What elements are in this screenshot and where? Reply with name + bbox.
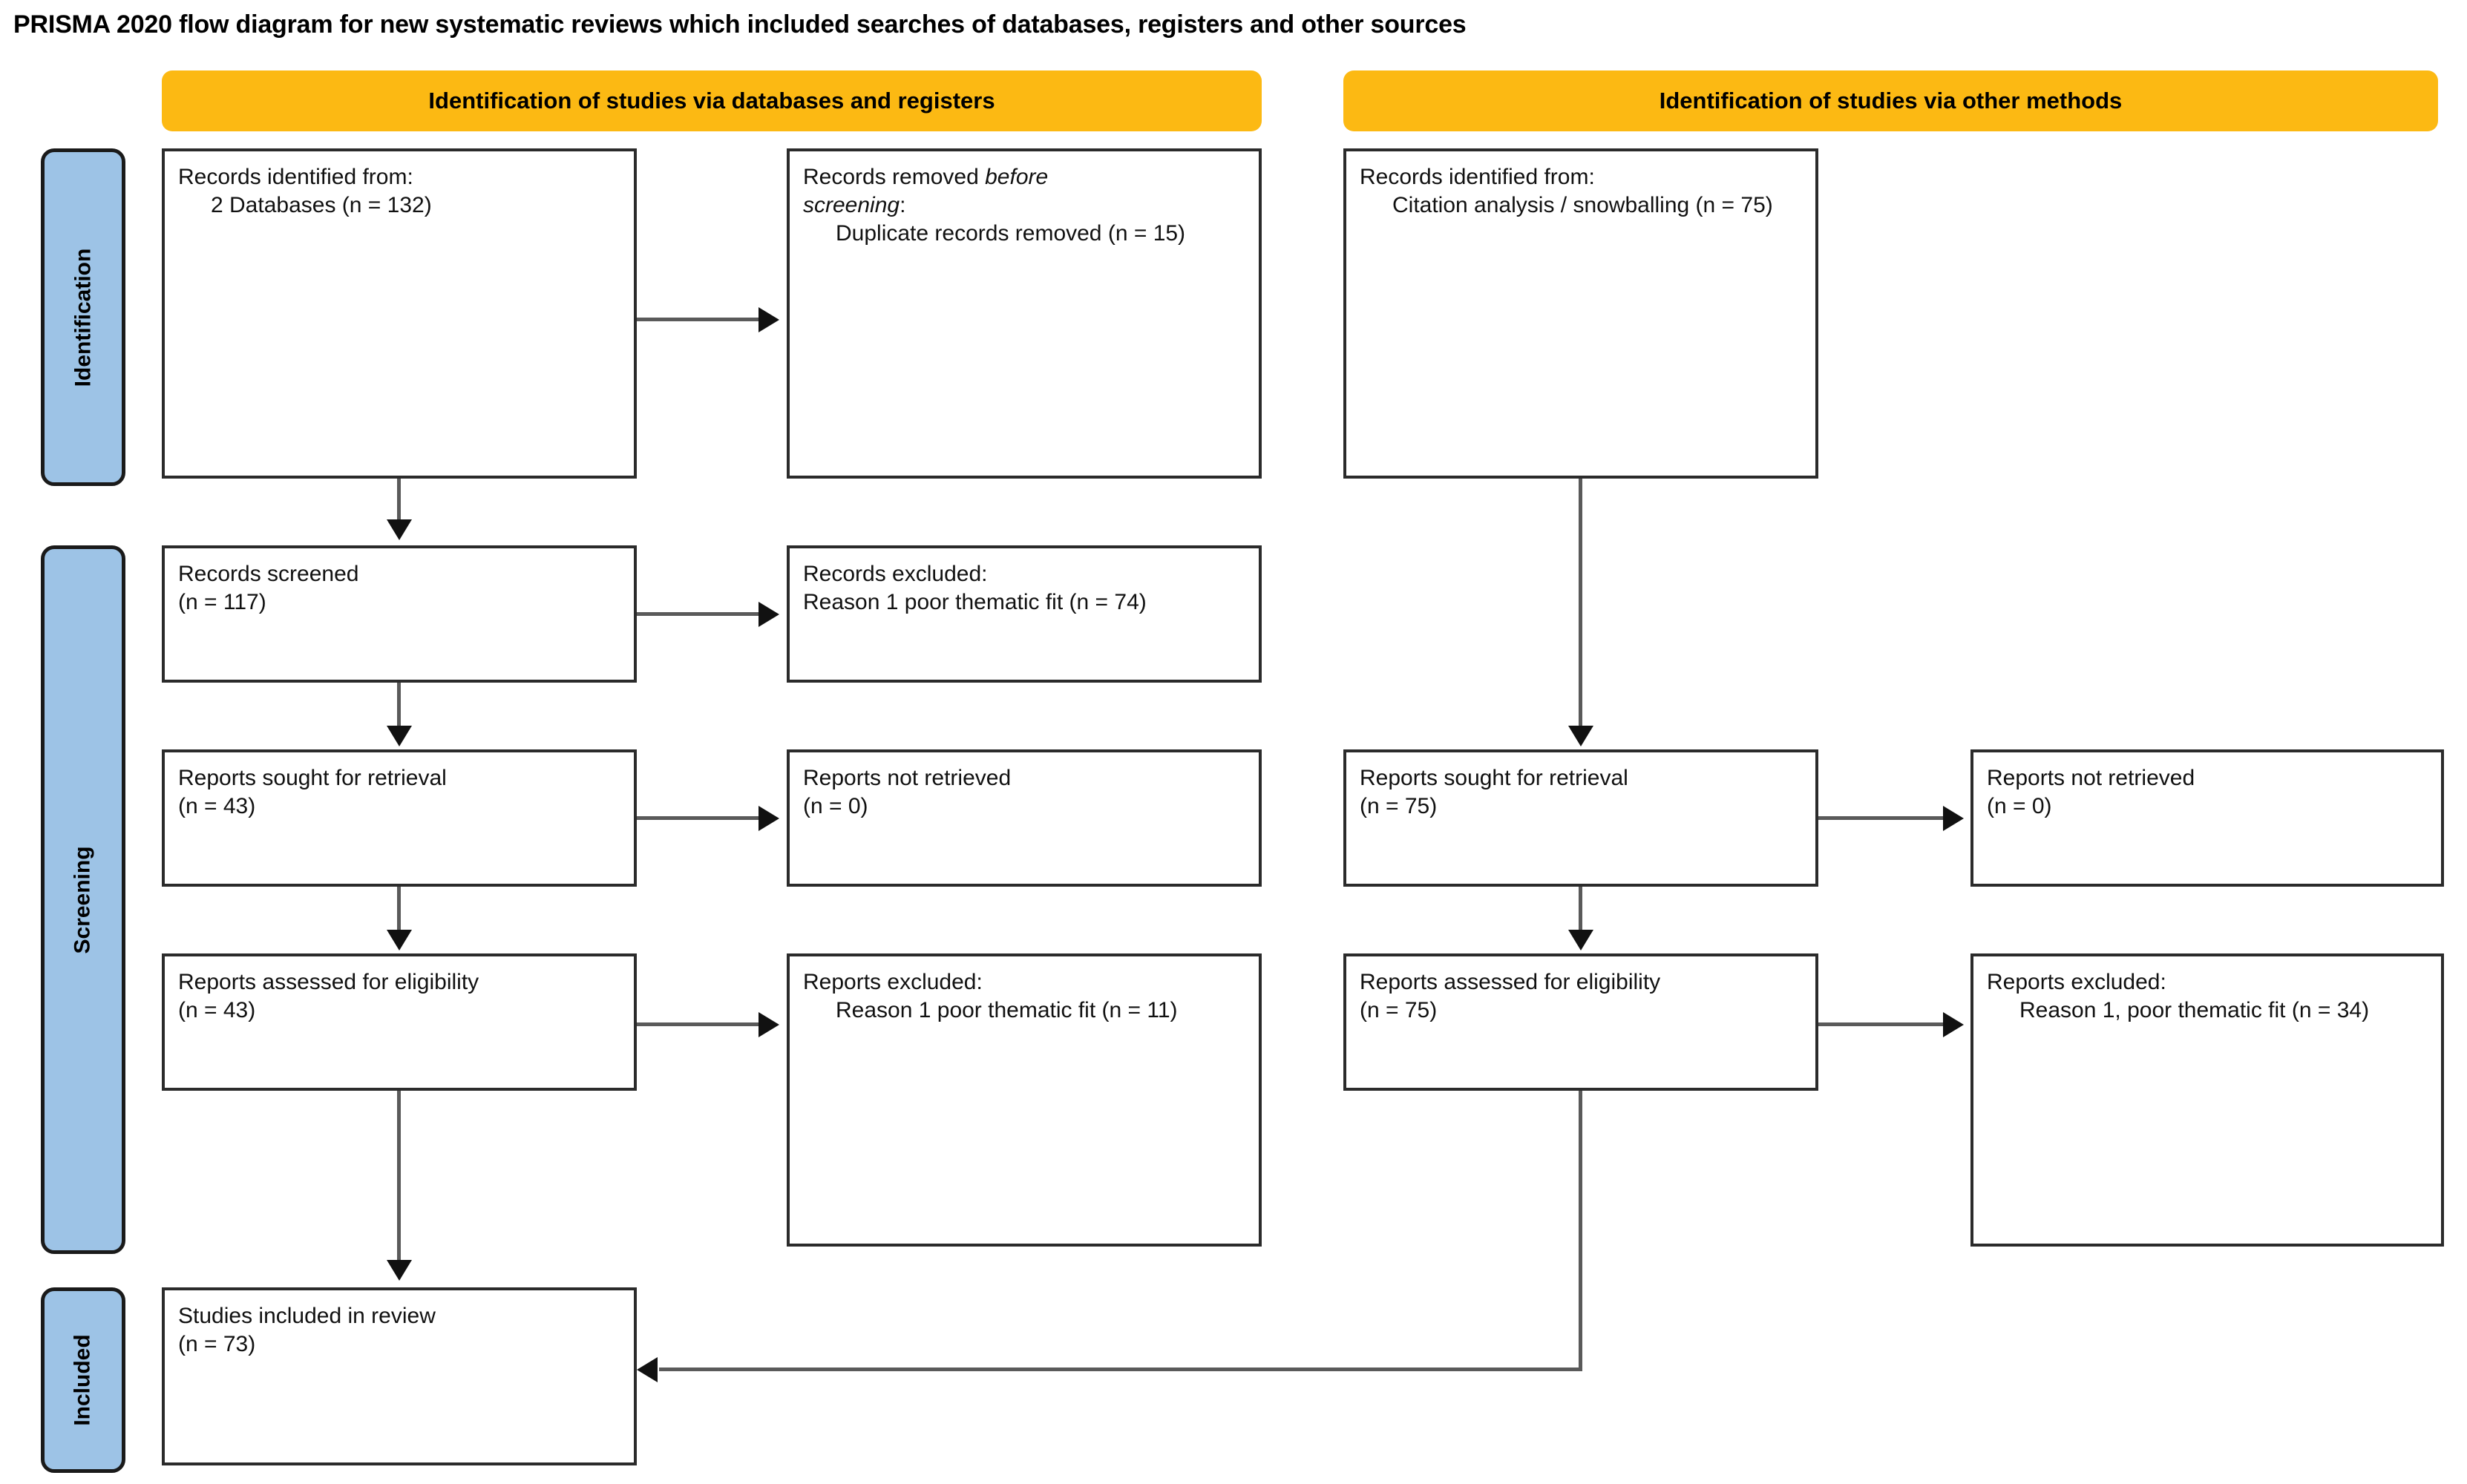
connector-sought-to-not-retrieved-other: [1818, 816, 1946, 820]
box-records-screened: Records screened (n = 117): [162, 545, 637, 683]
arrowhead-assessed-to-excluded-db-icon: [759, 1012, 779, 1037]
records-excluded-line1: Records excluded:: [803, 562, 988, 586]
connector-sought-to-assessed-other: [1579, 887, 1582, 933]
reports-assessed-other-line1: Reports assessed for eligibility: [1360, 970, 1661, 994]
arrowhead-other-to-included-icon: [637, 1357, 658, 1382]
arrowhead-sought-to-not-retrieved-db-icon: [759, 806, 779, 831]
arrowhead-identified-other-to-sought-other-icon: [1568, 726, 1593, 746]
arrowhead-screened-to-sought-icon: [387, 726, 412, 746]
connector-sought-to-not-retrieved-db: [637, 816, 761, 820]
box-reports-assessed-databases: Reports assessed for eligibility (n = 43…: [162, 953, 637, 1091]
reports-not-retrieved-db-line1: Reports not retrieved: [803, 766, 1012, 790]
connector-assessed-to-excluded-db: [637, 1022, 761, 1026]
records-identified-other-line2: Citation analysis / snowballing (n = 75): [1392, 193, 1773, 218]
records-screened-line2: (n = 117): [178, 590, 266, 615]
box-records-removed-before-screening: Records removed before screening: Duplic…: [787, 148, 1262, 479]
connector-assessed-to-included: [397, 1091, 401, 1263]
box-studies-included: Studies included in review (n = 73): [162, 1287, 637, 1465]
connector-screened-to-excluded: [637, 612, 761, 616]
reports-excluded-db-line1: Reports excluded:: [803, 970, 983, 994]
connector-sought-to-assessed-db: [397, 887, 401, 933]
box-reports-not-retrieved-other: Reports not retrieved (n = 0): [1970, 749, 2444, 887]
arrowhead-assessed-to-excluded-other-icon: [1943, 1012, 1964, 1037]
records-identified-line1: Records identified from:: [178, 165, 413, 189]
box-records-excluded: Records excluded: Reason 1 poor thematic…: [787, 545, 1262, 683]
arrowhead-screened-to-excluded-icon: [759, 602, 779, 627]
header-bar-databases-registers: Identification of studies via databases …: [162, 70, 1262, 131]
arrowhead-sought-to-assessed-other-icon: [1568, 930, 1593, 951]
box-reports-excluded-other: Reports excluded: Reason 1, poor themati…: [1970, 953, 2444, 1247]
arrowhead-identified-to-removed-icon: [759, 307, 779, 332]
connector-identified-to-screened: [397, 479, 401, 522]
connector-identified-other-to-sought-other: [1579, 479, 1582, 729]
reports-sought-other-line1: Reports sought for retrieval: [1360, 766, 1628, 790]
reports-sought-db-line2: (n = 43): [178, 794, 256, 819]
stage-label-included-text: Included: [71, 1334, 95, 1426]
connector-identified-to-removed: [637, 318, 761, 321]
connector-other-to-included-vertical: [1579, 1091, 1582, 1371]
stage-label-identification-text: Identification: [71, 248, 96, 387]
records-identified-other-line1: Records identified from:: [1360, 165, 1595, 189]
connector-screened-to-sought: [397, 683, 401, 729]
studies-included-line2: (n = 73): [178, 1332, 256, 1357]
box-reports-not-retrieved-databases: Reports not retrieved (n = 0): [787, 749, 1262, 887]
header-bar-other-methods-label: Identification of studies via other meth…: [1659, 88, 2123, 114]
header-bar-other-methods: Identification of studies via other meth…: [1343, 70, 2438, 131]
records-removed-line1: Records removed before: [803, 165, 1049, 189]
reports-excluded-other-line1: Reports excluded:: [1987, 970, 2166, 994]
stage-label-screening-text: Screening: [71, 845, 95, 954]
reports-assessed-db-line1: Reports assessed for eligibility: [178, 970, 479, 994]
box-reports-sought-other: Reports sought for retrieval (n = 75): [1343, 749, 1818, 887]
arrowhead-sought-to-assessed-db-icon: [387, 930, 412, 951]
stage-label-screening: Screening: [41, 545, 125, 1254]
page-title: PRISMA 2020 flow diagram for new systema…: [13, 10, 1467, 39]
records-identified-line2: 2 Databases (n = 132): [211, 193, 432, 218]
studies-included-line1: Studies included in review: [178, 1304, 436, 1328]
reports-not-retrieved-other-line2: (n = 0): [1987, 794, 2052, 819]
stage-label-included: Included: [41, 1287, 125, 1473]
connector-other-to-included-horizontal: [659, 1368, 1582, 1371]
reports-assessed-other-line2: (n = 75): [1360, 998, 1438, 1023]
arrowhead-sought-to-not-retrieved-other-icon: [1943, 806, 1964, 831]
header-bar-databases-registers-label: Identification of studies via databases …: [428, 88, 995, 114]
box-records-identified-other: Records identified from: Citation analys…: [1343, 148, 1818, 479]
arrowhead-assessed-to-included-icon: [387, 1260, 412, 1281]
records-removed-line3: Duplicate records removed (n = 15): [836, 221, 1186, 246]
reports-excluded-other-line2: Reason 1, poor thematic fit (n = 34): [2019, 998, 2370, 1023]
reports-not-retrieved-db-line2: (n = 0): [803, 794, 868, 819]
reports-sought-other-line2: (n = 75): [1360, 794, 1438, 819]
reports-assessed-db-line2: (n = 43): [178, 998, 256, 1023]
connector-assessed-to-excluded-other: [1818, 1022, 1946, 1026]
reports-not-retrieved-other-line1: Reports not retrieved: [1987, 766, 2195, 790]
records-removed-line2: screening:: [803, 193, 906, 218]
arrowhead-identified-to-screened-icon: [387, 519, 412, 540]
reports-excluded-db-line2: Reason 1 poor thematic fit (n = 11): [836, 998, 1178, 1023]
box-reports-assessed-other: Reports assessed for eligibility (n = 75…: [1343, 953, 1818, 1091]
records-excluded-line2: Reason 1 poor thematic fit (n = 74): [803, 590, 1147, 615]
stage-label-identification: Identification: [41, 148, 125, 486]
box-records-identified-databases: Records identified from: 2 Databases (n …: [162, 148, 637, 479]
box-reports-sought-databases: Reports sought for retrieval (n = 43): [162, 749, 637, 887]
reports-sought-db-line1: Reports sought for retrieval: [178, 766, 447, 790]
box-reports-excluded-databases: Reports excluded: Reason 1 poor thematic…: [787, 953, 1262, 1247]
records-screened-line1: Records screened: [178, 562, 359, 586]
